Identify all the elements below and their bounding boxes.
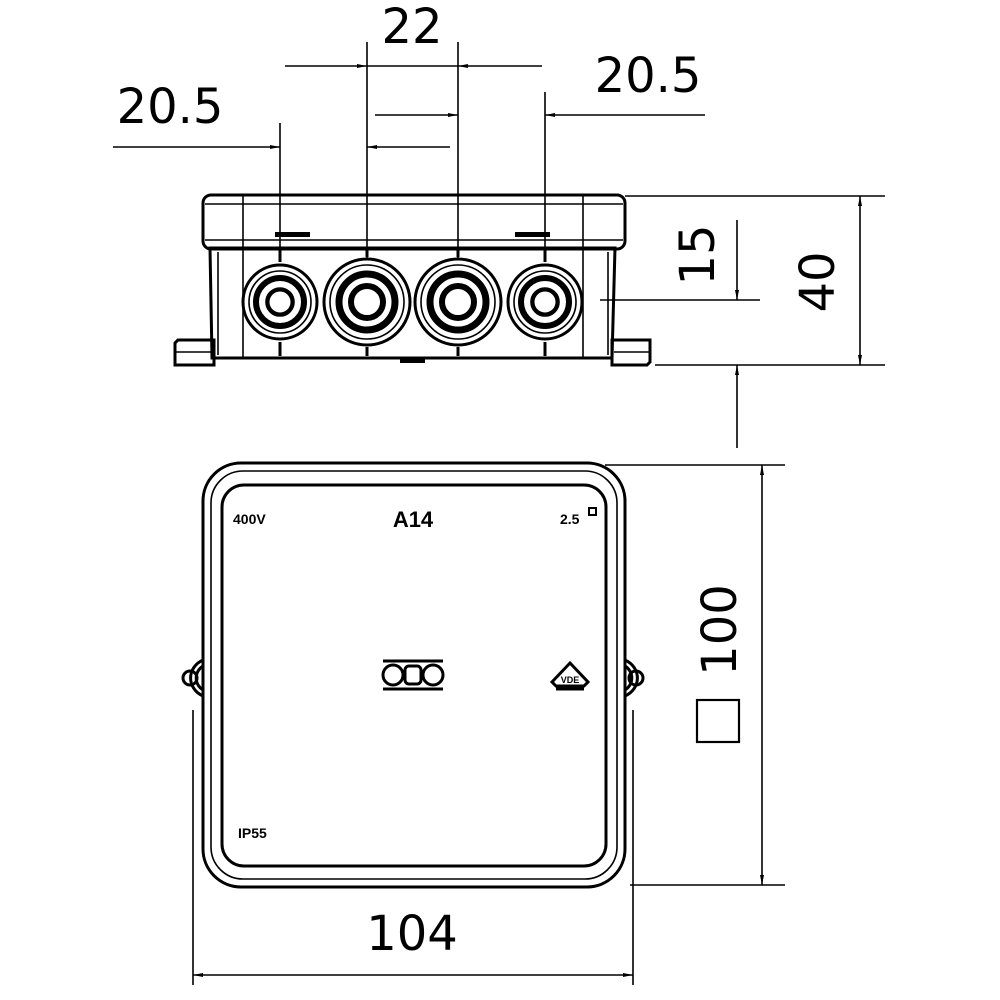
lid-label-protection: IP55 (238, 825, 267, 841)
cable-gland (322, 257, 412, 347)
box-lid (201, 193, 627, 251)
dim-20-5-left: 20.5 (117, 79, 224, 135)
lid-label-cross-section: 2.5 (560, 511, 580, 527)
lid-label-voltage: 400V (233, 511, 266, 527)
square-symbol-icon (588, 507, 597, 516)
side-view (173, 193, 652, 367)
lid-outline (201, 461, 627, 889)
square-dimension-symbol-icon (695, 698, 741, 744)
vde-mark-text: VDE (561, 675, 580, 685)
dim-20-5-right: 20.5 (595, 48, 702, 104)
obo-logo (381, 659, 445, 691)
dimension-lines-side (113, 42, 885, 448)
cable-gland (413, 257, 503, 347)
dim-40: 40 (790, 251, 846, 312)
dim-100: 100 (692, 584, 748, 676)
top-view: VDE (181, 461, 645, 889)
dim-22: 22 (381, 0, 442, 55)
dim-104: 104 (366, 906, 458, 962)
cable-gland (506, 263, 584, 341)
mounting-foot (173, 338, 652, 367)
vde-mark-icon: VDE (549, 660, 591, 691)
dim-15: 15 (670, 224, 726, 285)
dimension-lines-top (192, 464, 785, 985)
lid-label-model: A14 (393, 507, 434, 532)
cable-gland (241, 263, 319, 341)
